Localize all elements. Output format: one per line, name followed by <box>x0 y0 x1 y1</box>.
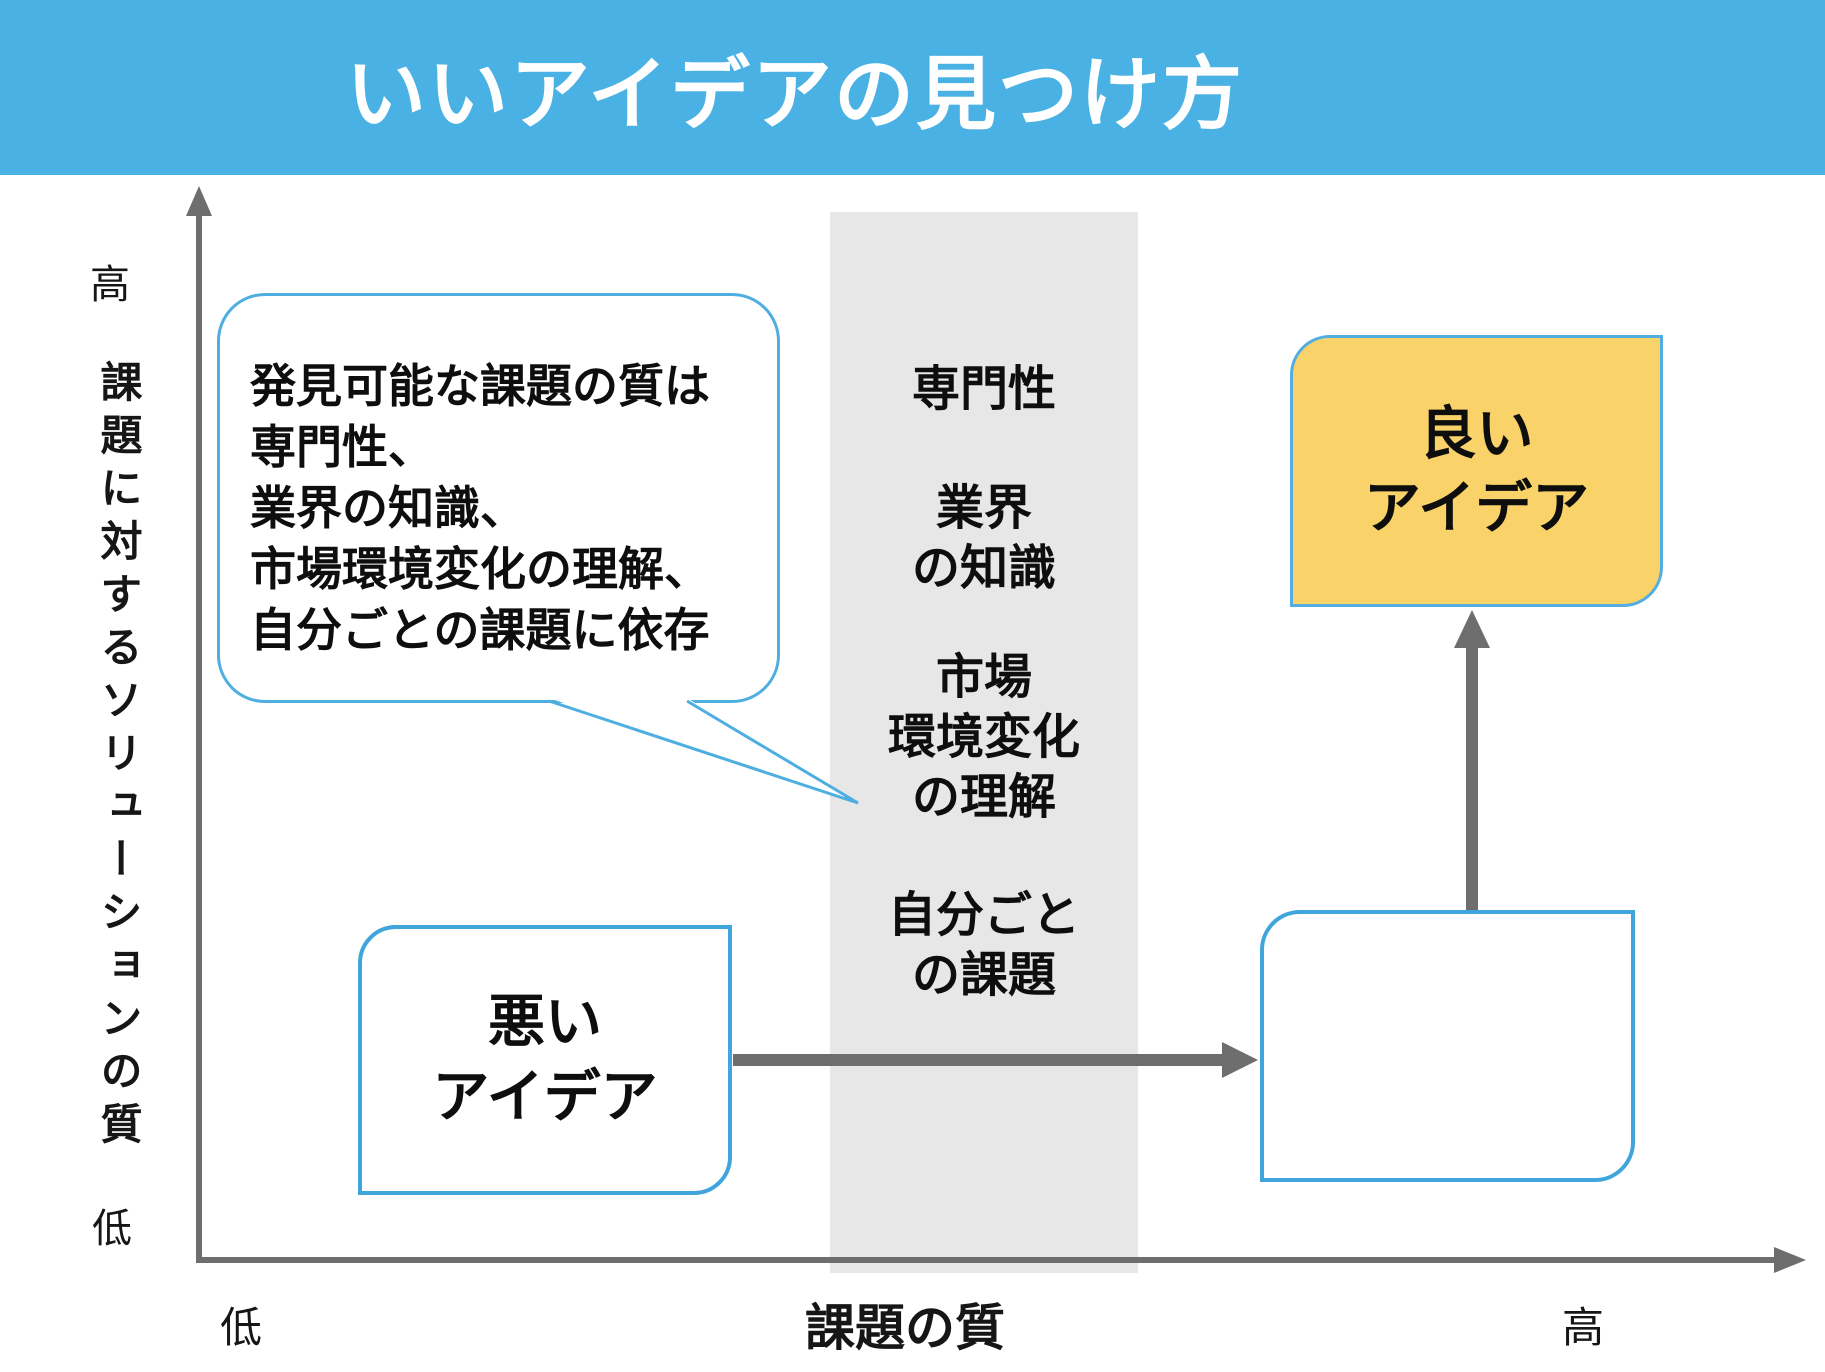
bad-idea-label-line2: アイデア <box>432 1065 658 1129</box>
y-axis-arrowhead-icon <box>186 186 212 216</box>
page-title: いいアイデアの見つけ方 <box>346 49 1244 139</box>
y-axis-title: 課題に対するソリューションの質 <box>95 360 142 1155</box>
bad-idea-box: 悪い アイデア <box>358 925 732 1195</box>
band-item-industry-knowledge: 業界 の知識 <box>911 482 1056 595</box>
annotation-bubble: 発見可能な課題の質は 専門性、 業界の知識、 市場環境変化の理解、 自分ごとの課… <box>217 293 780 703</box>
bubble-line: 市場環境変化の理解、 <box>250 543 710 595</box>
good-idea-label-line1: 良い <box>1419 402 1534 466</box>
up-arrowhead-icon <box>1454 610 1490 648</box>
problem-quality-band <box>830 212 1138 1273</box>
right-arrowhead-icon <box>1222 1042 1258 1078</box>
intermediate-idea-box <box>1260 910 1635 1182</box>
good-idea-label-line2: アイデア <box>1363 476 1590 540</box>
x-axis-arrowhead-icon <box>1774 1247 1806 1273</box>
x-axis-title: 課題の質 <box>805 1300 1005 1356</box>
title-bar: いいアイデアの見つけ方 <box>0 0 1825 175</box>
y-axis-low-label: 低 <box>92 1207 132 1251</box>
x-axis-low-label: 低 <box>220 1304 263 1351</box>
y-axis-high-label: 高 <box>90 263 130 307</box>
bubble-line: 発見可能な課題の質は <box>250 360 710 412</box>
bubble-line: 自分ごとの課題に依存 <box>250 604 710 656</box>
band-item-expertise: 専門性 <box>911 363 1056 416</box>
x-axis-high-label: 高 <box>1562 1304 1605 1351</box>
bubble-line: 専門性、 <box>250 421 434 473</box>
bubble-line: 業界の知識、 <box>250 482 526 534</box>
bad-idea-label-line1: 悪い <box>488 990 602 1054</box>
good-idea-box: 良い アイデア <box>1290 335 1663 607</box>
bubble-tail <box>549 698 858 803</box>
band-item-personal-problem: 自分ごと の課題 <box>887 889 1080 1002</box>
bubble-tail-outline <box>548 699 859 805</box>
band-item-market-change: 市場 環境変化 の理解 <box>887 651 1080 824</box>
